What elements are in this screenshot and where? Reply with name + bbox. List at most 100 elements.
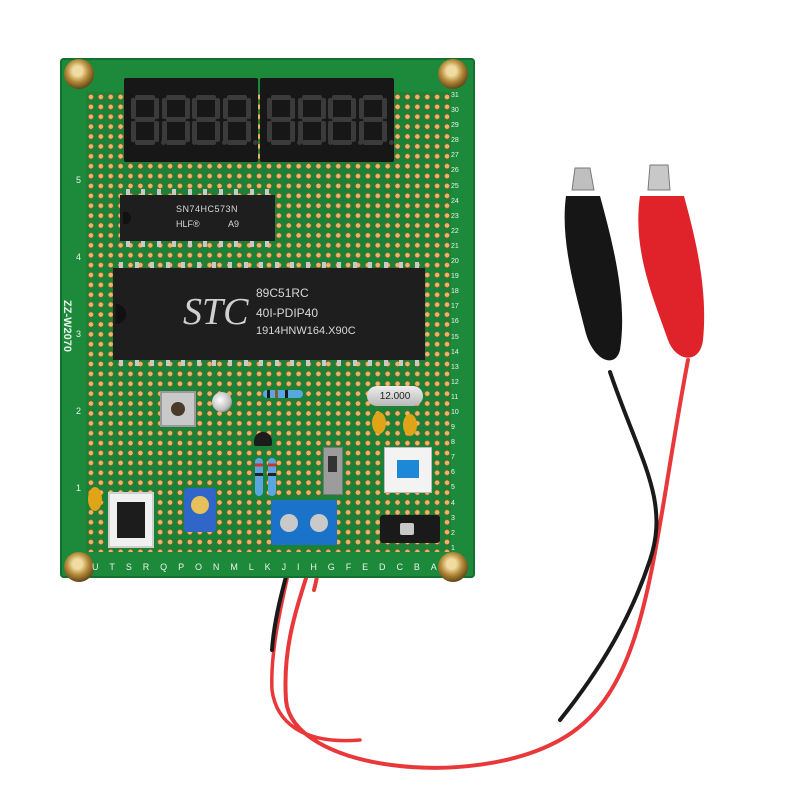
display-segment [184, 98, 190, 119]
display-segment [135, 95, 156, 100]
ic-pin [321, 262, 326, 268]
row-number: 4 [451, 499, 455, 507]
display-segment [271, 95, 292, 100]
ic-pin [172, 189, 177, 195]
mounting-screw-icon [64, 59, 94, 89]
ic-pin [264, 189, 269, 195]
display-segment [226, 117, 247, 122]
ic-pin [165, 360, 170, 366]
column-letter: H [310, 562, 317, 572]
column-letter: E [362, 562, 369, 572]
display-segment [161, 121, 167, 142]
column-letter: I [296, 562, 300, 572]
ic-pin [243, 262, 248, 268]
mcu-batch-code: 1914HNW164.X90C [256, 325, 356, 337]
slide-switch[interactable] [323, 447, 343, 495]
ic-pin [187, 241, 192, 247]
decimal-point [161, 140, 167, 145]
ic-pin [249, 189, 254, 195]
ic-pin [228, 360, 233, 366]
display-segment [332, 117, 353, 122]
latch-code: A9 [228, 219, 240, 229]
column-letter: S [125, 562, 132, 572]
display-segment [301, 140, 322, 145]
display-segment [245, 98, 251, 119]
mcu-package: 40I-PDIP40 [256, 306, 319, 320]
seven-segment-digit-icon [192, 95, 228, 145]
column-letter: N [212, 562, 220, 572]
column-letter: O [194, 562, 202, 572]
display-segment [165, 117, 186, 122]
display-segment [196, 140, 217, 145]
seven-segment-digit-icon [161, 95, 197, 145]
display-segment [135, 117, 156, 122]
resistor [263, 390, 303, 398]
dc-power-jack [380, 515, 440, 543]
push-button[interactable] [384, 447, 432, 493]
display-segment [196, 95, 217, 100]
column-letter: F [345, 562, 352, 572]
latch-ic: SN74HC573N HLF® A9 [120, 189, 275, 247]
jack-contact [400, 523, 414, 535]
ic-pin [234, 189, 239, 195]
reset-button[interactable] [160, 391, 196, 427]
red-wire [283, 358, 690, 770]
ic-pin [234, 241, 239, 247]
row-number: 1 [451, 544, 455, 552]
row-number: 14 [451, 348, 459, 356]
ic-pin [249, 241, 254, 247]
ic-pin [383, 360, 388, 366]
ceramic-capacitor [403, 414, 417, 436]
ic-pin [274, 262, 279, 268]
alligator-clip-icon [647, 164, 671, 191]
ic-pin [399, 360, 404, 366]
ic-pin [264, 241, 269, 247]
display-segment [184, 121, 190, 142]
trimmer-potentiometer[interactable] [184, 488, 216, 532]
seven-segment-digit-icon [267, 95, 303, 145]
ic-pin [181, 262, 186, 268]
row-number: 3 [451, 514, 455, 522]
mcu-ic: STC 89C51RC 40I-PDIP40 1914HNW164.X90C [113, 262, 425, 366]
push-button-cap[interactable] [397, 460, 419, 478]
terminal-screw-icon[interactable] [280, 514, 298, 532]
display-segment [222, 98, 228, 119]
electrolytic-capacitor [212, 392, 232, 412]
ic-pin [212, 360, 217, 366]
trimmer-knob[interactable] [191, 496, 209, 514]
row-number: 21 [451, 242, 459, 250]
row-number: 6 [451, 469, 455, 477]
row-number: 22 [451, 227, 459, 235]
display-segment [267, 98, 273, 119]
crystal-frequency-label: 12.000 [379, 390, 411, 402]
ic-pin [181, 360, 186, 366]
display-segment [154, 121, 160, 142]
display-segment [271, 140, 292, 145]
left-row-mark: 5 [76, 175, 82, 185]
display-segment [332, 140, 353, 145]
row-number: 2 [451, 529, 455, 537]
column-letter: D [379, 562, 386, 572]
decimal-point [388, 140, 394, 145]
latch-part-number: SN74HC573N [176, 204, 239, 214]
ic-pin [156, 241, 161, 247]
ic-pin [196, 262, 201, 268]
column-letter: M [230, 562, 238, 572]
row-number: 10 [451, 408, 459, 416]
display-segment [301, 117, 322, 122]
terminal-screw-icon[interactable] [310, 514, 328, 532]
ic-pin [196, 360, 201, 366]
display-segment [297, 98, 303, 119]
ic-pin [228, 262, 233, 268]
display-segment [165, 140, 186, 145]
row-number: 13 [451, 363, 459, 371]
row-number: 24 [451, 197, 459, 205]
display-segment [362, 140, 383, 145]
slide-switch-knob[interactable] [328, 456, 337, 472]
ic-pin [399, 262, 404, 268]
ic-socket [108, 492, 154, 548]
ic-pin [383, 262, 388, 268]
column-letter: K [264, 562, 271, 572]
